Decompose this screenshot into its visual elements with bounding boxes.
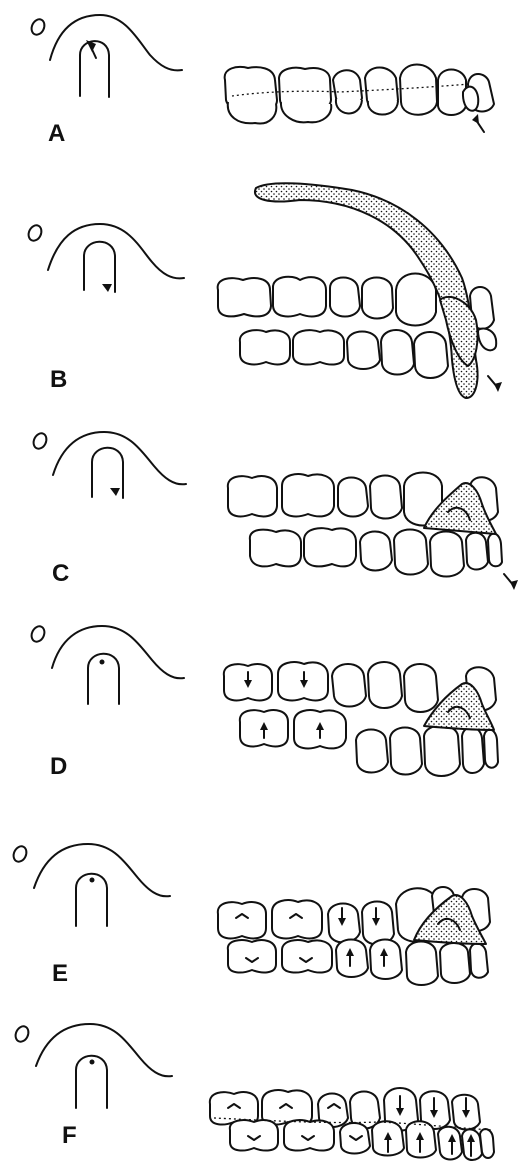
profile-sketch-d [29,624,184,704]
teeth-row-a [225,65,494,133]
profile-sketch-e [11,844,170,926]
teeth-row-d [224,662,498,776]
teeth-row-b [218,183,502,398]
profile-sketch-b [26,223,184,292]
arrow-icon [102,284,112,292]
panel-e [11,844,490,985]
profile-sketch-a [29,15,182,97]
teeth-row-c [228,473,518,591]
teeth-row-e [218,887,490,985]
profile-sketch-f [13,1024,172,1108]
panel-b [26,183,502,398]
panel-a [29,15,494,132]
profile-sketch-c [31,431,186,498]
arrow-icon [110,488,120,496]
panel-d [29,624,498,776]
teeth-row-f [210,1088,494,1160]
panel-c [31,431,518,590]
panel-f [13,1024,494,1160]
